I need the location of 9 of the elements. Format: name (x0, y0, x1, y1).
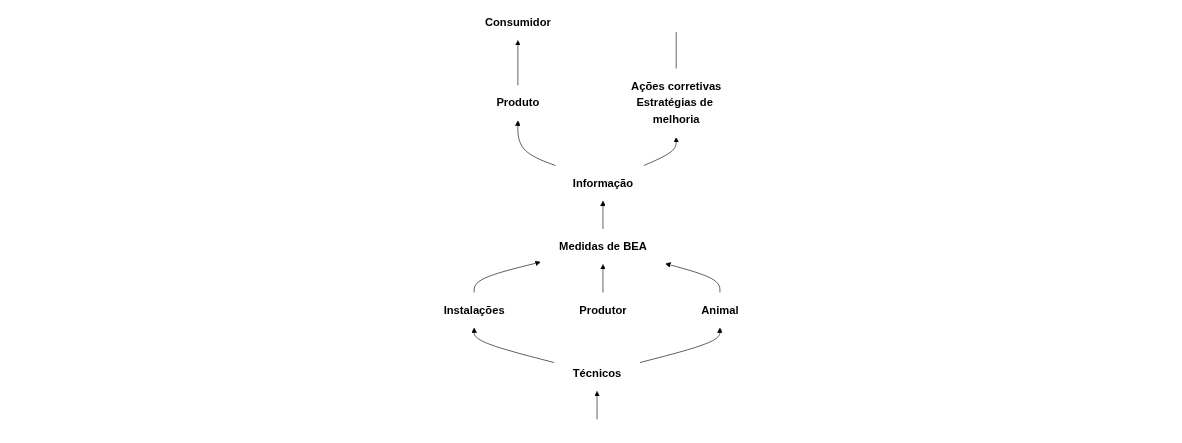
node-text: Consumidor (484, 16, 551, 29)
node-text: Animal (701, 303, 739, 317)
node-text: Instalações (443, 303, 505, 317)
node-text: Produto (496, 96, 540, 109)
node-text: Informação (572, 176, 634, 190)
node-text: Produtor (579, 303, 627, 317)
node-text: Técnicos (572, 367, 622, 380)
node-text: Medidas de BEA (558, 240, 647, 253)
node-text: Ações corretivas Estratégias de melhoria (630, 79, 722, 126)
